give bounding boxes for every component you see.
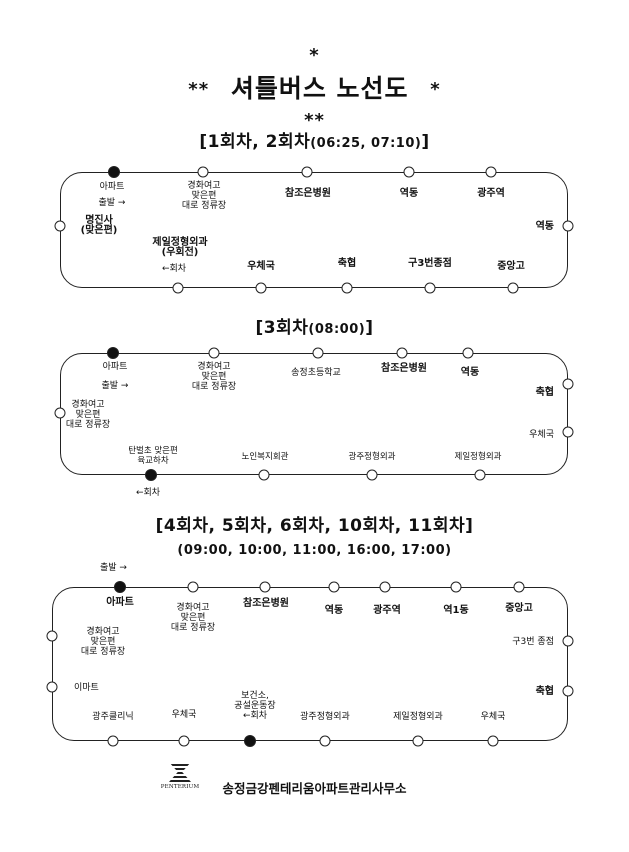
- stop-farm: 축협: [535, 686, 554, 697]
- stop-gyeonghwa-left: 경화여고 맞은편 대로 정류장: [80, 627, 126, 657]
- route2-node: [366, 469, 378, 481]
- stop-yeokdong-right: 역동: [535, 221, 554, 232]
- stop-gwangju-clinic: 광주클리닉: [92, 712, 134, 722]
- route3-node: [513, 581, 525, 593]
- route2-node: [208, 347, 220, 359]
- stop-apt: 아파트: [106, 597, 134, 608]
- stop-myeongjinsa: 명진사 (맞은편): [80, 215, 118, 236]
- route2-node: [562, 378, 574, 390]
- stop-health-center: 보건소, 공설운동장 ←회차: [234, 691, 276, 721]
- page-title: *** 셔틀버스 노선도 ***: [0, 40, 629, 134]
- stop-jeil: 제일정형외과: [454, 452, 502, 462]
- penterium-logo-icon: [169, 762, 191, 782]
- stop-gyeonghwa-left: 경화여고 맞은편 대로 정류장: [65, 400, 111, 430]
- depart-label: 출발 →: [101, 381, 129, 391]
- route3-node: [412, 735, 424, 747]
- stop-gwangju-station: 광주역: [373, 605, 401, 616]
- route1-node: [403, 166, 415, 178]
- penterium-logo: PENTERIUM: [160, 762, 200, 790]
- route3-node: [187, 581, 199, 593]
- title-star-right: ***: [304, 79, 441, 131]
- stop-yeokdong: 역동: [324, 605, 344, 616]
- stop-chamjo: 참조은병원: [243, 598, 289, 609]
- stop-apt: 아파트: [102, 362, 128, 372]
- route2-node: [462, 347, 474, 359]
- route1-node: [562, 220, 574, 232]
- route3-node: [328, 581, 340, 593]
- title-text: 셔틀버스 노선도: [230, 74, 409, 103]
- stop-farm: 축협: [535, 387, 554, 398]
- stop-gwangju-station: 광주역: [477, 188, 505, 199]
- stop-post: 우체국: [247, 261, 275, 272]
- stop-senior: 노인복지회관: [241, 452, 289, 462]
- route2-node: [54, 407, 66, 419]
- section2-heading: [3회차(08:00)]: [255, 318, 374, 338]
- stop-yeok1dong: 역1동: [443, 605, 469, 616]
- stop-post-right: 우체국: [480, 712, 506, 722]
- stop-post-left: 우체국: [171, 710, 197, 720]
- stop-jungang: 중앙고: [505, 603, 533, 614]
- stop-gyeonghwa-top: 경화여고 맞은편 대로 정류장: [170, 603, 216, 633]
- stop-gu3: 구3번종점: [408, 258, 452, 269]
- route1-node: [507, 282, 519, 294]
- stop-yeokdong: 역동: [399, 188, 419, 199]
- section3-times: (09:00, 10:00, 11:00, 16:00, 17:00): [177, 543, 452, 558]
- stop-tanbeol: 탄벌초 맞은편 육교하차: [128, 446, 178, 466]
- route3-node: [259, 581, 271, 593]
- route1-node: [485, 166, 497, 178]
- route1-node: [341, 282, 353, 294]
- route1-start-node: [108, 166, 120, 178]
- route-loop-3: [52, 587, 568, 741]
- route1-node: [54, 220, 66, 232]
- stop-chamjo: 참조은병원: [381, 363, 427, 374]
- route3-node: [46, 681, 58, 693]
- route3-node: [450, 581, 462, 593]
- management-office-name: 송정금강펜테리움아파트관리사무소: [222, 781, 407, 796]
- route1-node: [255, 282, 267, 294]
- stop-emart: 이마트: [74, 683, 99, 693]
- stop-gu3: 구3번 종점: [512, 637, 554, 647]
- stop-yeokdong: 역동: [460, 367, 480, 378]
- stop-gwangju-ortho: 광주정형외과: [300, 712, 350, 722]
- route3-node: [379, 581, 391, 593]
- route2-node: [474, 469, 486, 481]
- route3-node: [487, 735, 499, 747]
- stop-jeil: 제일정형외과 (우회전): [152, 237, 208, 258]
- route2-node: [312, 347, 324, 359]
- stop-songjeong: 송정초등학교: [291, 368, 341, 378]
- route2-node: [396, 347, 408, 359]
- route2-start-node: [107, 347, 119, 359]
- route2-node: [562, 426, 574, 438]
- route3-start-node: [114, 581, 126, 593]
- section1-heading: [1회차, 2회차(06:25, 07:10)]: [199, 132, 430, 152]
- depart-label: 출발 →: [98, 198, 126, 208]
- title-star-left: ***: [188, 45, 320, 100]
- stop-chamjo: 참조은병원: [285, 188, 331, 199]
- stop-jungang: 중앙고: [497, 261, 525, 272]
- depart-label: 출발 →: [100, 563, 127, 573]
- stop-jeil: 제일정형외과: [393, 712, 443, 722]
- stop-gyeonghwa: 경화여고 맞은편 대로 정류장: [181, 181, 227, 211]
- return-label: ←회차: [135, 488, 161, 498]
- route1-node: [301, 166, 313, 178]
- route1-node: [424, 282, 436, 294]
- route3-node: [46, 630, 58, 642]
- stop-post: 우체국: [529, 430, 554, 440]
- stop-apt: 아파트: [99, 182, 125, 192]
- route3-node: [562, 635, 574, 647]
- return-label: ←회차: [161, 264, 187, 274]
- stop-farm: 축협: [337, 258, 357, 269]
- stop-gyeonghwa-top: 경화여고 맞은편 대로 정류장: [191, 362, 237, 392]
- route3-node: [107, 735, 119, 747]
- section3-heading: [4회차, 5회차, 6회차, 10회차, 11회차]: [155, 516, 474, 536]
- route3-node: [562, 685, 574, 697]
- stop-gwangju-ortho: 광주정형외과: [348, 452, 396, 462]
- route3-node: [319, 735, 331, 747]
- route1-node: [172, 282, 184, 294]
- route2-return-node: [145, 469, 157, 481]
- route1-node: [197, 166, 209, 178]
- route3-node: [178, 735, 190, 747]
- route2-node: [258, 469, 270, 481]
- route3-return-node: [244, 735, 256, 747]
